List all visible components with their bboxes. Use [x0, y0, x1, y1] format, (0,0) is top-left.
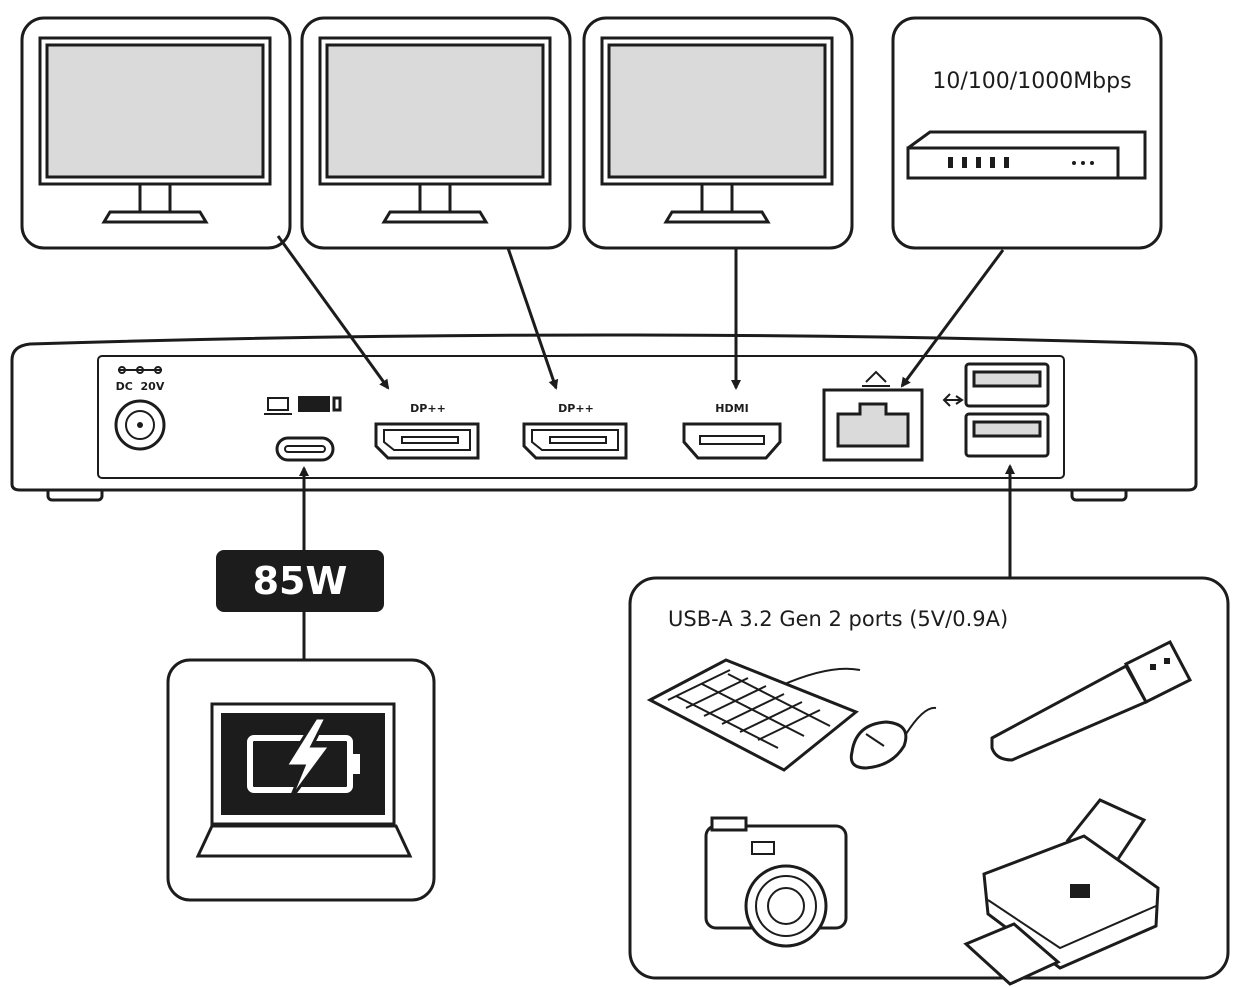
monitor-1-box — [20, 16, 292, 250]
usb-ports-title: USB-A 3.2 Gen 2 ports (5V/0.9A) — [668, 607, 1008, 631]
battery-charging-icon — [247, 716, 360, 801]
monitor-2-icon — [318, 36, 552, 224]
dc-power-port: DC 20V — [114, 366, 166, 451]
usb-c-badge-icon — [298, 396, 330, 412]
displayport-1: DP++ — [374, 402, 480, 460]
ethernet-box: 10/100/1000Mbps — [891, 16, 1163, 250]
arrow-monitor1-to-dp1 — [276, 235, 390, 390]
hdmi-label: HDMI — [715, 402, 748, 415]
ethernet-speed-label: 10/100/1000Mbps — [932, 69, 1131, 94]
dc-label: DC 20V — [116, 380, 165, 393]
displayport-2: DP++ — [522, 402, 628, 460]
dp2-label: DP++ — [558, 402, 594, 415]
dp1-label: DP++ — [410, 402, 446, 415]
arrow-ethernet-to-rj45 — [900, 249, 1005, 388]
monitor-2-box — [300, 16, 572, 250]
arrow-monitor2-to-dp2 — [506, 247, 559, 390]
power-watt-label: 85W — [253, 559, 348, 603]
power-delivery-badge: 85W — [216, 550, 384, 612]
monitor-3-box — [582, 16, 854, 250]
usb-devices-box: USB-A 3.2 Gen 2 ports (5V/0.9A) — [628, 576, 1230, 986]
laptop-icon — [195, 702, 413, 858]
usb-a-ports — [942, 362, 1050, 458]
usb-flash-drive-icon — [990, 640, 1193, 762]
laptop-box — [166, 658, 436, 902]
ethernet-port — [822, 370, 924, 462]
laptop-small-icon — [267, 397, 289, 411]
keyboard-icon — [646, 658, 861, 772]
docking-station: DC 20V DP++ DP++ HDMI — [10, 333, 1198, 502]
usb-c-port — [264, 396, 342, 462]
usb-symbol-icon — [942, 393, 964, 407]
monitor-1-icon — [38, 36, 272, 224]
printer-icon — [963, 798, 1160, 986]
hdmi-port: HDMI — [682, 402, 782, 460]
mouse-icon — [849, 706, 937, 770]
monitor-3-icon — [600, 36, 834, 224]
camera-icon — [704, 816, 848, 948]
network-symbol-icon — [862, 370, 890, 387]
network-switch-icon — [906, 130, 1147, 180]
